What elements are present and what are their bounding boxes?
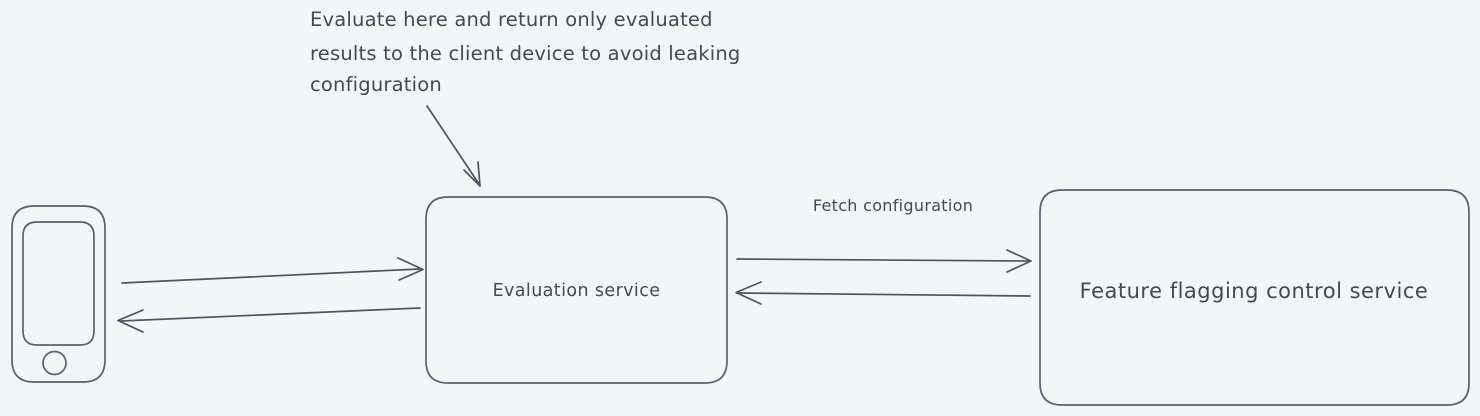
annotation-pointer-arrow xyxy=(426,105,481,187)
annotation-line-2: results to the client device to avoid le… xyxy=(310,42,741,65)
evaluation-service-label: Evaluation service xyxy=(493,281,661,301)
edge-evaluation-to-client xyxy=(117,307,421,333)
evaluation-service-box xyxy=(425,196,728,384)
phone-home-button xyxy=(42,350,67,376)
edge-client-to-evaluation xyxy=(121,257,424,284)
annotation-line-3: configuration xyxy=(310,73,442,96)
edge-control-to-evaluation xyxy=(735,281,1031,305)
phone-body xyxy=(11,205,106,383)
feature-flagging-control-service-label: Feature flagging control service xyxy=(1080,279,1429,303)
feature-flagging-control-service-node[interactable]: Feature flagging control service xyxy=(1039,189,1470,406)
phone-screen xyxy=(22,221,95,346)
annotation-line-1: Evaluate here and return only evaluated xyxy=(310,8,713,31)
feature-flagging-control-service-box xyxy=(1039,189,1470,406)
edge-label-fetch-configuration: Fetch configuration xyxy=(813,196,973,215)
edge-evaluation-to-control xyxy=(736,249,1032,273)
annotation-evaluation-note: Evaluate here and return only evaluated … xyxy=(310,8,741,96)
evaluation-service-node[interactable]: Evaluation service xyxy=(425,196,728,384)
client-device-node[interactable] xyxy=(11,205,106,383)
